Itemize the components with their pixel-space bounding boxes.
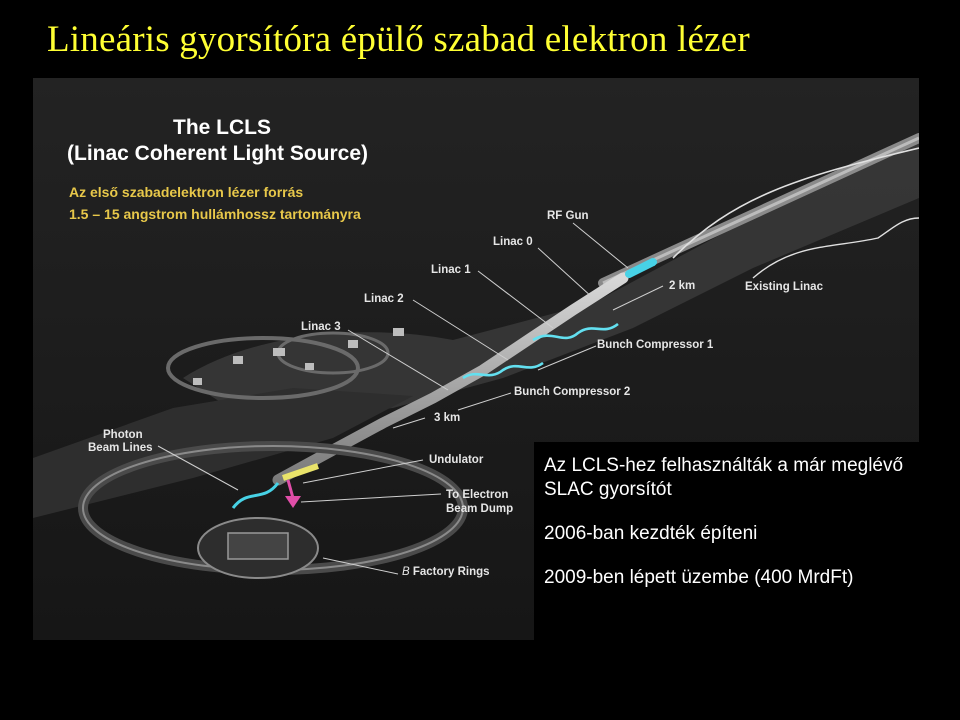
info-line-operation: 2009-ben lépett üzembe (400 MrdFt) [544,567,854,588]
diagram-heading-subtitle: (Linac Coherent Light Source) [67,142,369,165]
label-existing-linac: Existing Linac [745,281,823,293]
label-3km: 3 km [434,412,461,424]
diagram-heading: The LCLS [173,116,271,139]
label-linac-2: Linac 2 [364,293,404,305]
diagram-subtitle-line1: Az első szabadelektron lézer forrás [69,184,304,200]
label-photon-beam-lines-1: Photon [103,429,143,441]
info-box: Az LCLS-hez felhasználták a már meglévő … [534,442,919,640]
label-bunch-compressor-1: Bunch Compressor 1 [597,339,714,351]
label-bunch-compressor-2: Bunch Compressor 2 [514,386,631,398]
diagram-subtitle-line2: 1.5 – 15 angstrom hullámhossz tartományr… [69,206,361,222]
info-line-construction: 2006-ban kezdték építeni [544,523,758,544]
slide-title: Lineáris gyorsítóra épülő szabad elektro… [47,19,750,60]
label-electron-dump-1: To Electron [446,489,509,501]
label-b-factory-b: B [402,566,410,578]
label-linac-1: Linac 1 [431,264,471,276]
label-b-factory-rings: B Factory Rings [402,566,490,578]
label-rf-gun: RF Gun [547,210,589,222]
label-electron-dump-2: Beam Dump [446,503,514,515]
info-line-existing-slac: Az LCLS-hez felhasználták a már meglévő … [544,455,904,500]
label-linac-3: Linac 3 [301,321,341,333]
lcls-diagram: The LCLS (Linac Coherent Light Source) A… [33,78,919,640]
label-undulator: Undulator [429,454,484,466]
label-linac-0: Linac 0 [493,236,533,248]
label-photon-beam-lines-2: Beam Lines [88,442,153,454]
label-2km: 2 km [669,280,696,292]
label-b-factory-rest: Factory Rings [409,566,490,578]
